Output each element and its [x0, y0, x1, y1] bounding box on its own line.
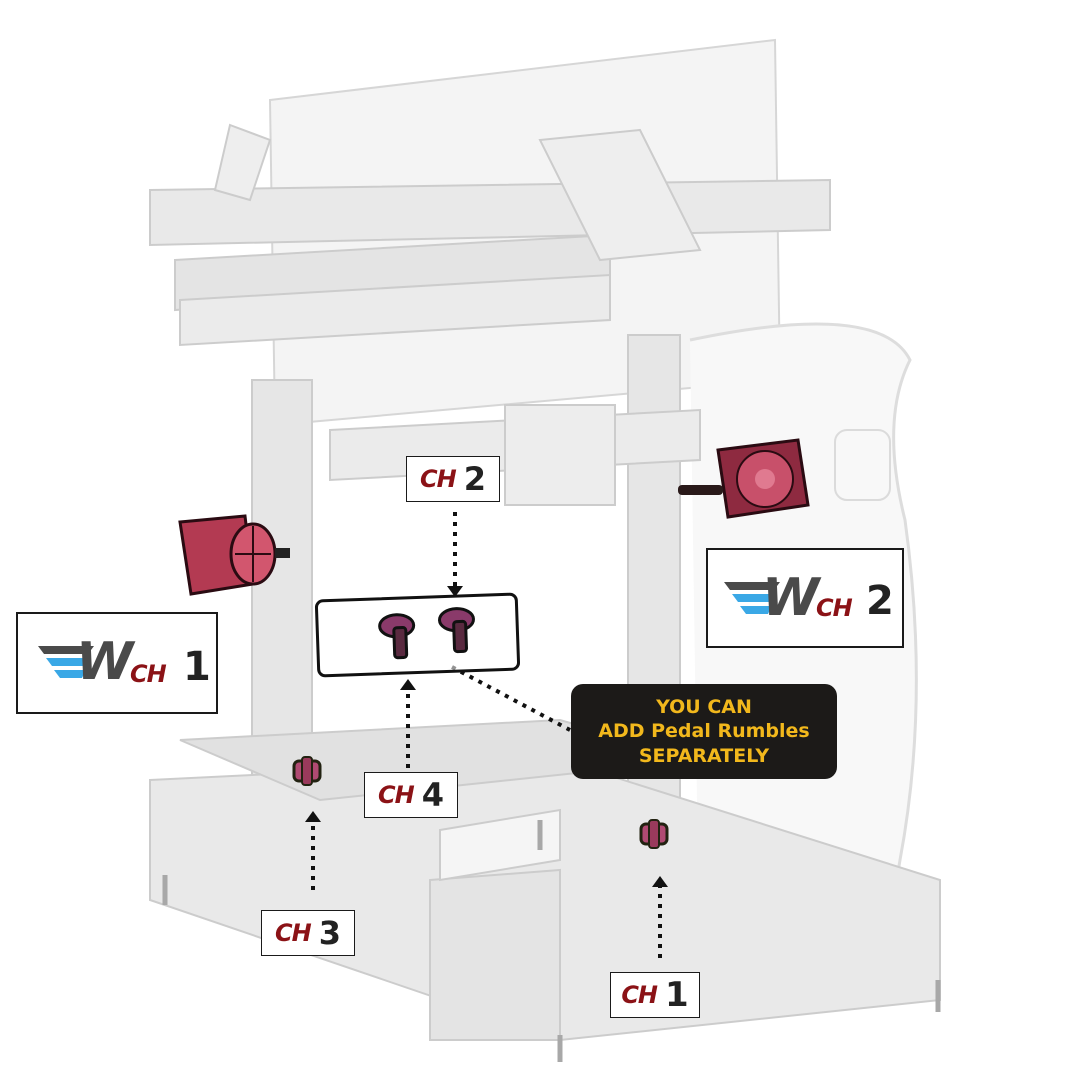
transducer-icon: [292, 756, 322, 786]
ch4-label: CH 4: [364, 772, 458, 818]
rumble-motor-icon: [378, 613, 416, 660]
channel-number: 3: [318, 914, 341, 952]
ch-text: CH: [621, 981, 658, 1009]
channel-number: 2: [463, 460, 486, 498]
ch1-label: CH 1: [610, 972, 700, 1018]
callout-line-2: ADD Pedal Rumbles: [598, 720, 810, 743]
wing-icon: [38, 646, 94, 678]
channel-number: 4: [421, 776, 444, 814]
ch-text: CH: [130, 660, 167, 688]
w-logo: W: [762, 568, 819, 628]
ch-text: CH: [816, 594, 853, 622]
callout-line-3: SEPARATELY: [638, 744, 770, 767]
wind-ch1-label: W CH 1: [16, 612, 218, 714]
callout-line-1: YOU CAN: [656, 696, 752, 719]
channel-number: 1: [665, 975, 689, 1015]
ch-text: CH: [420, 465, 457, 493]
w-logo: W: [76, 632, 133, 692]
fan-icon: [178, 514, 290, 596]
wing-icon: [724, 582, 780, 614]
rumble-motor-icon: [437, 607, 475, 654]
pedal-rumbles-box: [314, 592, 521, 678]
transducer-ch1: [639, 819, 669, 849]
ch-text: CH: [378, 781, 415, 809]
transducer-icon: [639, 819, 669, 849]
channel-number: 2: [866, 578, 894, 624]
transducer-ch3: [292, 756, 322, 786]
wind-fan-left: [178, 514, 290, 596]
ch3-label: CH 3: [261, 910, 355, 956]
channel-number: 1: [183, 644, 211, 690]
ch-text: CH: [275, 919, 312, 947]
wind-ch2-label: W CH 2: [706, 548, 904, 648]
pedal-rumbles-callout: YOU CAN ADD Pedal Rumbles SEPARATELY: [571, 684, 837, 779]
ch2-label: CH 2: [406, 456, 500, 502]
wind-fan-right: [678, 438, 810, 519]
fan-icon: [678, 438, 810, 519]
